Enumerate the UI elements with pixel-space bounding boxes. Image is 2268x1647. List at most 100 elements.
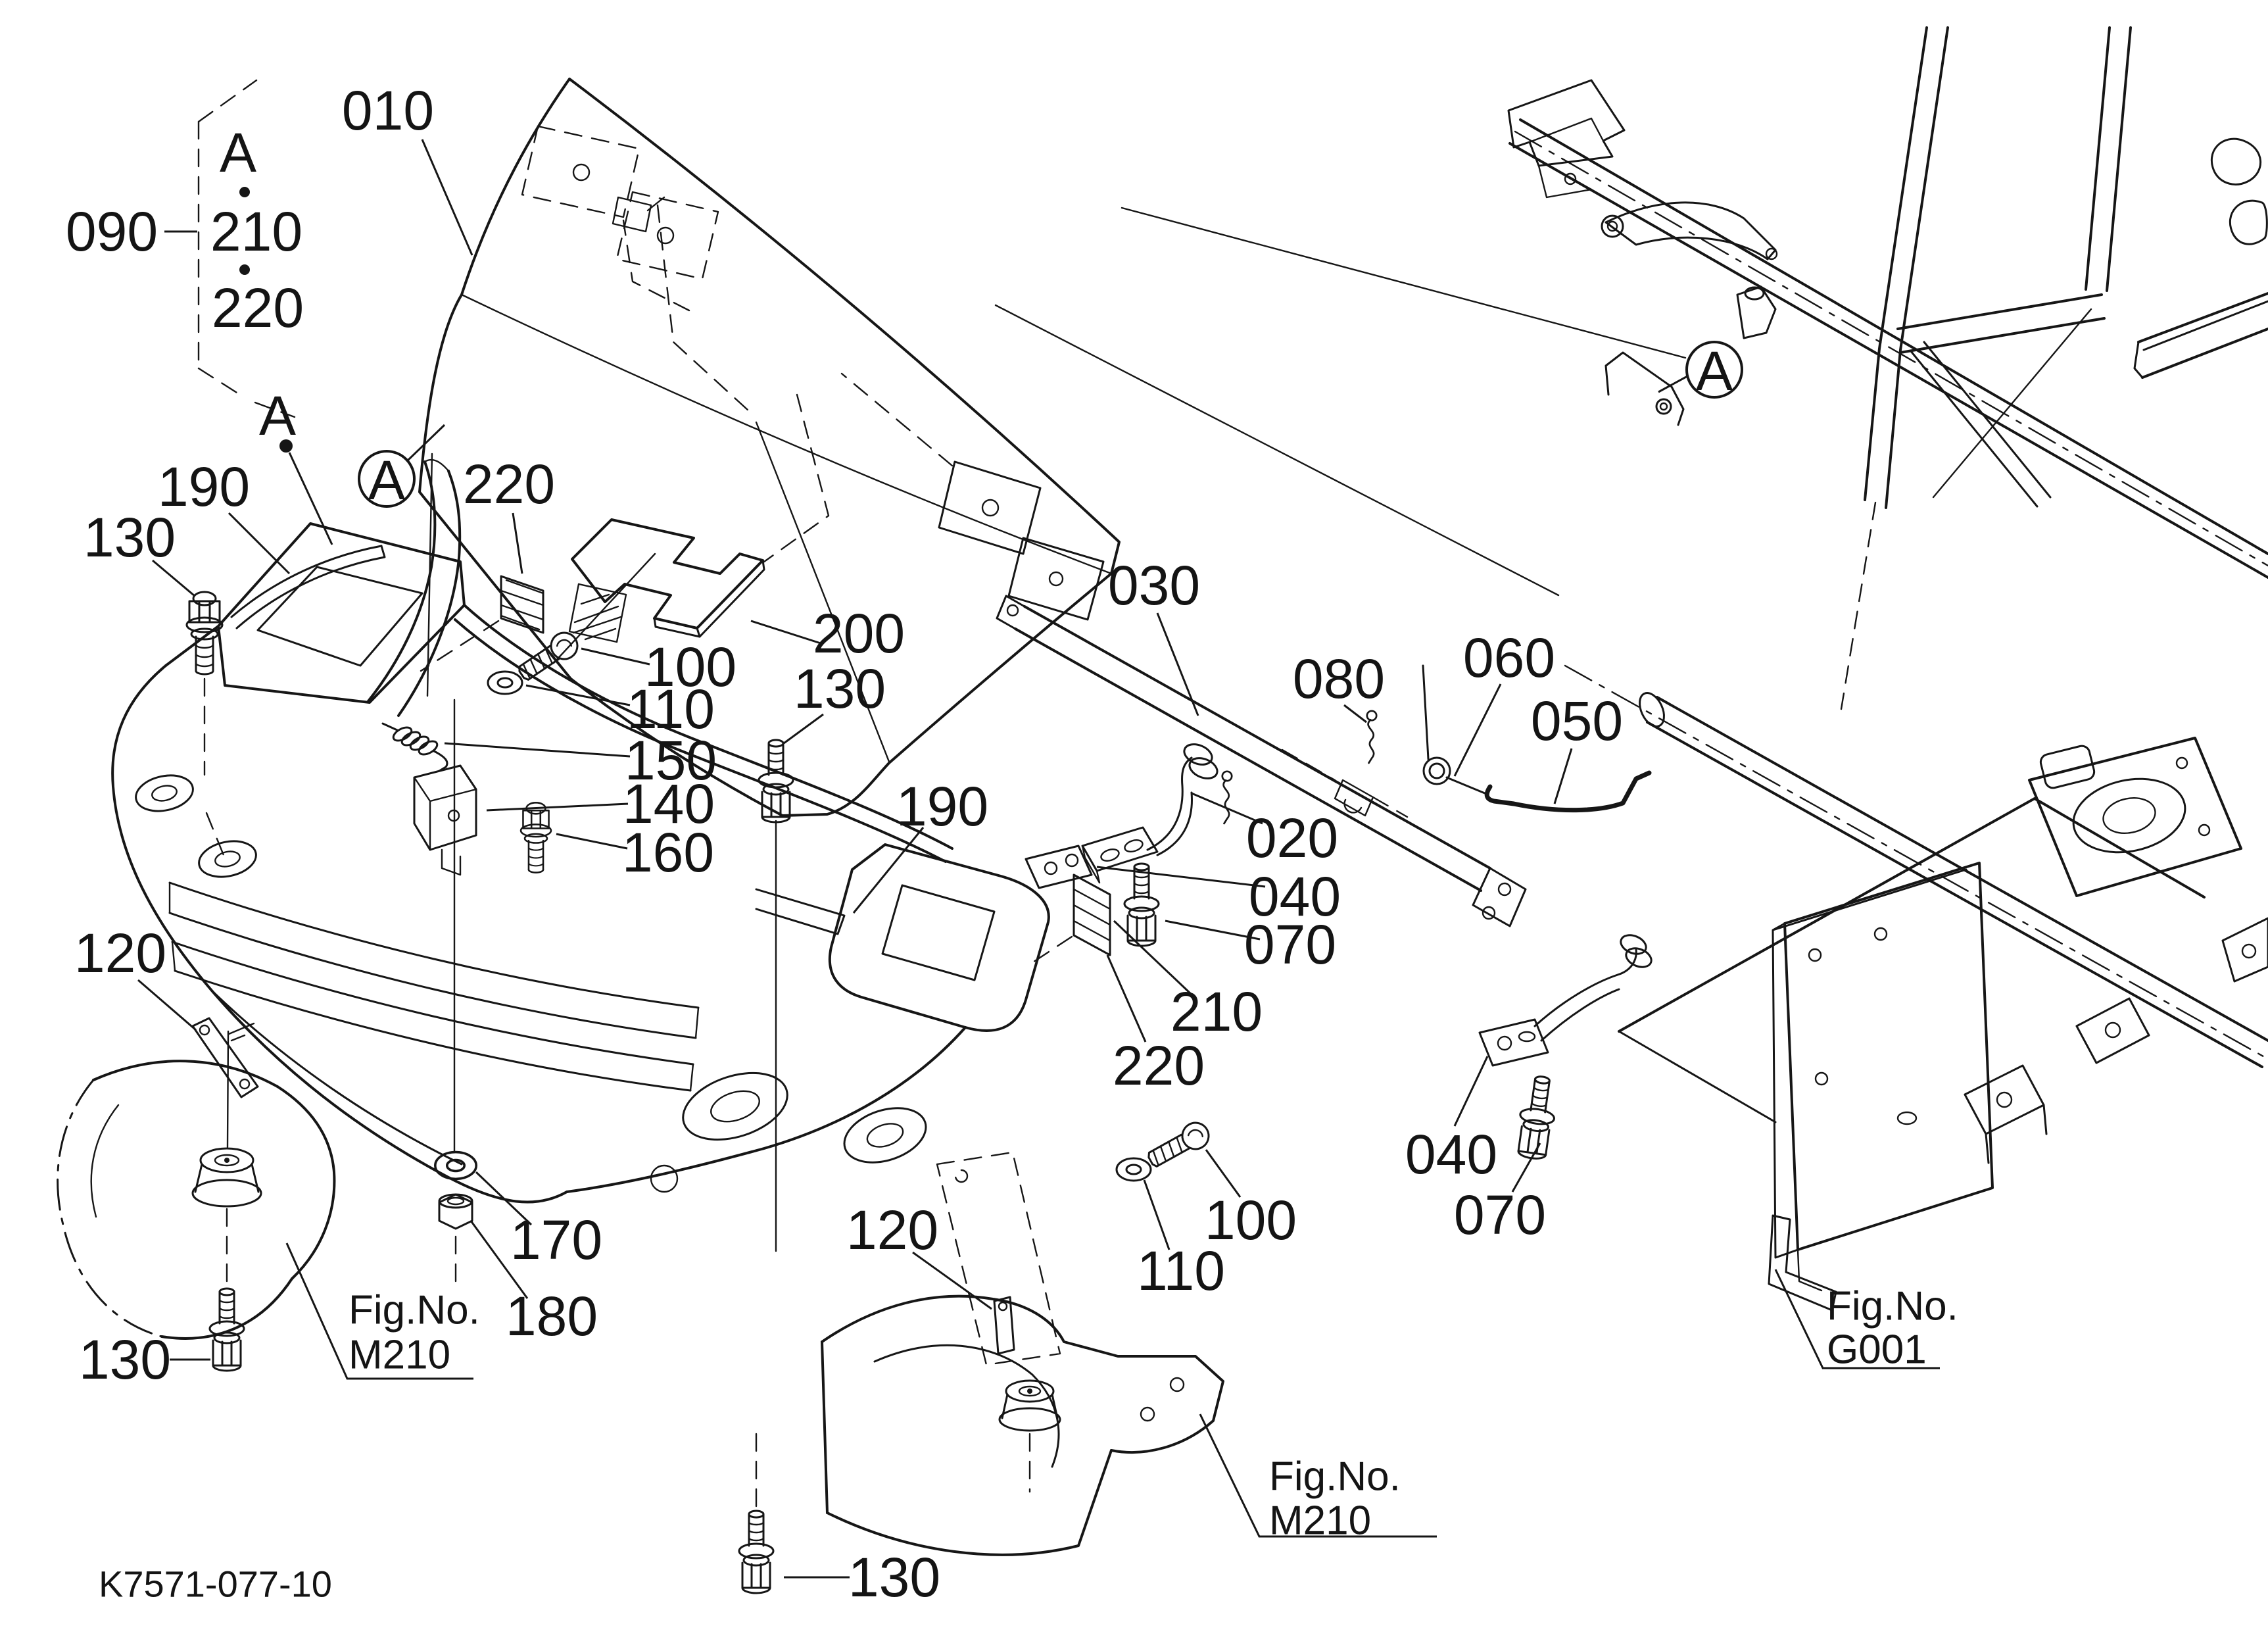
callout-070-center: 070 (1165, 914, 1336, 975)
fender-left-mount-boss (191, 1147, 262, 1208)
cowl-outer-left-bottom (111, 664, 568, 1204)
lamp-pod-right-inner (881, 884, 996, 981)
callout-130-bottom-left-text: 130 (79, 1329, 171, 1390)
engine-mount-plate (2028, 737, 2242, 897)
callout-010-text: 010 (342, 80, 434, 141)
latch-linkage (996, 595, 1652, 968)
callout-040-right: 040 (1405, 1056, 1497, 1185)
callout-120-center-text: 120 (846, 1199, 938, 1261)
hood-panel (418, 78, 1121, 817)
fig-ref-g001: Fig.No. G001 (1774, 1269, 1958, 1373)
fender-left-right (276, 1085, 336, 1280)
callout-140: 140 (486, 773, 715, 835)
callout-130-left-text: 130 (84, 506, 176, 568)
grille-bar-1-bottom (168, 912, 697, 1039)
group-item-220-text: 220 (212, 277, 304, 339)
callout-210-center-leader (1113, 920, 1193, 996)
callout-180: 180 (470, 1220, 598, 1347)
callout-170: 170 (475, 1171, 602, 1271)
detail-a-circle-leader (1658, 375, 1688, 393)
callout-100-upper-text: 100 (644, 636, 736, 698)
grille-bar-2-bottom (174, 970, 692, 1092)
callout-190-left-text: 190 (158, 456, 250, 518)
strip-120-center (993, 1296, 1015, 1355)
hood-outline (418, 78, 1121, 817)
callout-200-leader (750, 620, 821, 645)
callout-190-center-text: 190 (896, 775, 988, 837)
rod-050 (1484, 770, 1652, 813)
bolt-130-center (758, 739, 794, 823)
cowl-inner-bottom (210, 989, 463, 1166)
fender-left-bottom (160, 1277, 293, 1340)
fender-step-hole-2 (1140, 1406, 1155, 1422)
callout-180-leader (470, 1220, 529, 1299)
fender-center (738, 1117, 1224, 1594)
projection-line-lower (994, 304, 1560, 597)
callout-200: 200 (750, 602, 905, 664)
frame-side-bracket (2221, 917, 2268, 983)
callout-020-text: 020 (1246, 807, 1338, 869)
callout-220-center-text: 220 (1113, 1035, 1205, 1096)
hatch-patch-220-left (420, 575, 544, 672)
callout-100-upper-leader (581, 647, 650, 666)
callout-210-center-text: 210 (1170, 981, 1263, 1043)
callout-120-center-leader (912, 1251, 992, 1310)
strip-190-center (755, 888, 846, 935)
rops-crossbar (1896, 293, 2106, 354)
callouts: 010 220 190 130 200 100 110 150 140 160 … (74, 80, 1623, 1608)
cowl-hole-small-1 (650, 1164, 679, 1193)
callout-190-center-leader (852, 827, 925, 914)
fig-ref-m210-left: Fig.No. M210 (285, 1242, 480, 1380)
callout-220-center-leader (1106, 954, 1147, 1043)
screw-100-lower (1143, 1117, 1215, 1173)
lamp-pod-right-outer (828, 843, 1050, 1032)
drawing-number: K7571-077-10 (99, 1563, 332, 1605)
bolt-070-center (1123, 862, 1160, 947)
callout-130-left: 130 (84, 506, 195, 597)
bolt-130-bottom-center (738, 1510, 775, 1594)
callout-190-left: 190 (158, 456, 291, 575)
detail-a-circle (1685, 341, 1743, 399)
callout-030-leader (1156, 612, 1199, 716)
callout-130-bottom-left: 130 (79, 1329, 210, 1390)
callout-130-center-leader (783, 713, 824, 745)
callout-130-left-leader (152, 559, 195, 597)
callout-120-center: 120 (846, 1199, 992, 1310)
bumper-hole-left-inner (151, 785, 178, 802)
grille-bar-2-top (171, 941, 694, 1066)
fender-center-support-plate (936, 1151, 1061, 1366)
bumper-hole-left (135, 774, 194, 812)
cowl-lower-right-edge (566, 1026, 967, 1193)
frame-tube-end-cap (1639, 692, 1665, 727)
detail-a-circle-leader (406, 424, 446, 462)
callout-080-text: 080 (1293, 648, 1385, 710)
latch-arm-020 (1081, 743, 1218, 884)
hood-hinge-plate-dashed-2 (615, 191, 719, 280)
cowl-hole-large-2-inner (866, 1123, 904, 1148)
callout-130-bottom-center: 130 (784, 1546, 940, 1608)
frame-tube-lower (1646, 696, 2268, 1068)
fig-ref-m210-bottom-leader (1199, 1413, 1437, 1538)
bumper-hole-right (198, 840, 257, 878)
hood-fold-dashed-3 (840, 372, 953, 467)
hood-sticker-hatched (552, 553, 656, 664)
frame-beam-upper-centerline (1514, 130, 2268, 567)
fender-center-left-edge (821, 1340, 829, 1514)
frame-bottom-bracket-1 (1964, 1064, 2048, 1164)
callout-220-left-text: 220 (463, 453, 555, 515)
rops-brace-2 (1932, 308, 2092, 499)
bracket-040-center (1025, 845, 1093, 889)
hood-latch-plate-hole-2 (1048, 571, 1064, 587)
fender-left-inner-arc (90, 1104, 120, 1218)
fender-center-support-hole (954, 1169, 969, 1183)
pin-latch-arm (1221, 770, 1233, 825)
frame-lever-arm (1601, 201, 1778, 260)
fender-center-arch-top (821, 1294, 1224, 1454)
group-separator-dot (239, 264, 250, 275)
frame-clevis-bracket (1736, 285, 1777, 339)
callout-140-text: 140 (623, 773, 715, 835)
callout-180-text: 180 (506, 1285, 598, 1347)
callout-140-leader (486, 802, 629, 812)
screw-100-upper (513, 626, 584, 687)
